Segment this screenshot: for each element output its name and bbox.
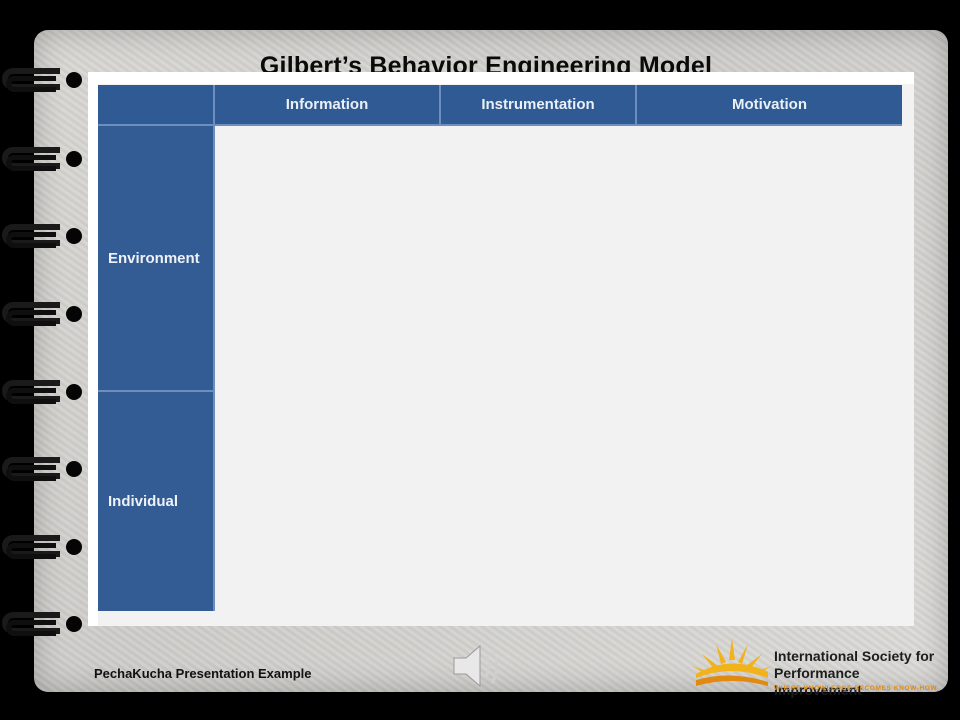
footer-note: PechaKucha Presentation Example (94, 666, 312, 681)
column-header-information: Information (214, 85, 441, 126)
table-cell (440, 125, 636, 391)
spiral-ring-icon (2, 66, 84, 94)
speaker-icon[interactable] (448, 636, 512, 696)
spiral-ring-icon (2, 378, 84, 406)
row-header-environment: Environment (98, 125, 215, 392)
column-header-motivation: Motivation (636, 85, 902, 126)
table-cell (636, 391, 902, 611)
table-row: Environment (98, 125, 902, 392)
table-header-row: Information Instrumentation Motivation (98, 85, 902, 126)
sun-logo-icon (692, 638, 772, 686)
table-corner-cell (98, 85, 215, 126)
spiral-ring-icon (2, 610, 84, 638)
spiral-ring-icon (2, 455, 84, 483)
table-cell (214, 391, 440, 611)
ispi-logo: International Society for Performance Im… (686, 634, 948, 698)
column-header-instrumentation: Instrumentation (440, 85, 637, 126)
spiral-ring-icon (2, 222, 84, 250)
spiral-ring-icon (2, 533, 84, 561)
table-row: Individual (98, 391, 902, 611)
model-table-container: Information Instrumentation Motivation E… (88, 72, 914, 626)
logo-tagline: WHERE KNOWLEDGE BECOMES KNOW-HOW (774, 685, 938, 692)
spiral-ring-icon (2, 300, 84, 328)
row-header-individual: Individual (98, 391, 215, 611)
table-cell (440, 391, 636, 611)
logo-wordmark: International Society for Performance Im… (774, 648, 935, 698)
table-cell (636, 125, 902, 391)
spiral-ring-icon (2, 145, 84, 173)
table-cell (214, 125, 440, 391)
behavior-engineering-table: Information Instrumentation Motivation E… (98, 85, 902, 611)
